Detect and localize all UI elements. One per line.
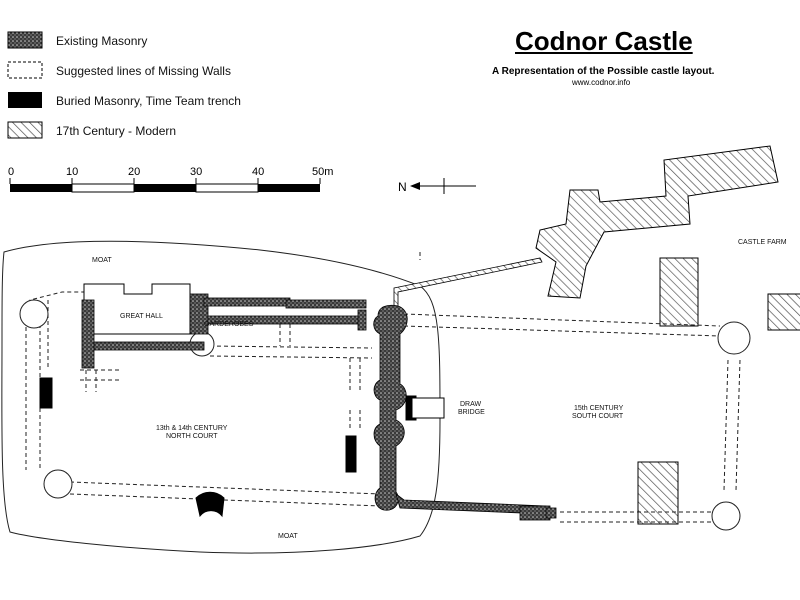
label-draw-1: DRAW (460, 401, 482, 408)
scale-bar (9, 178, 321, 193)
label-great-hall: GREAT HALL (120, 313, 163, 320)
legend-suggested-swatch (7, 61, 43, 79)
map-website: www.codnor.info (572, 78, 631, 87)
scale-tick-0: 0 (8, 166, 14, 178)
modern-buildings (393, 145, 800, 525)
great-hall (83, 283, 191, 335)
label-moat-top: MOAT (92, 257, 112, 264)
north-label: N (398, 180, 407, 194)
scale-tick-10: 10 (66, 166, 78, 178)
label-north-court-1: 13th & 14th CENTURY (156, 425, 228, 432)
legend-modern-label: 17th Century - Modern (56, 124, 177, 138)
scale-tick-20: 20 (128, 166, 140, 178)
map-subtitle: A Representation of the Possible castle … (492, 66, 715, 77)
legend-existing-swatch (7, 31, 43, 49)
legend-buried-label: Buried Masonry, Time Team trench (56, 94, 241, 108)
scale-tick-30: 30 (190, 166, 202, 178)
north-arrow (410, 178, 476, 194)
scale-tick-50: 50m (312, 166, 333, 178)
suggested-walls (25, 252, 741, 523)
legend-suggested-label: Suggested lines of Missing Walls (56, 64, 231, 78)
moat-outline (1, 240, 441, 554)
map-title: Codnor Castle (515, 26, 693, 56)
label-north-court-2: NORTH COURT (166, 433, 218, 440)
modern-building-east (659, 257, 699, 327)
label-garderobes: GARDEROBES (204, 321, 254, 328)
label-moat-bottom: MOAT (278, 533, 298, 540)
label-south-court-1: 15th CENTURY (574, 405, 624, 412)
modern-building-far-east (767, 293, 800, 331)
existing-masonry (81, 293, 557, 521)
corner-towers (19, 299, 751, 531)
legend-existing-label: Existing Masonry (56, 34, 148, 48)
legend-buried-swatch (8, 92, 42, 108)
legend-modern-swatch (7, 121, 43, 139)
modern-building-south (637, 461, 679, 525)
scale-tick-40: 40 (252, 166, 264, 178)
tower-sw (43, 469, 73, 499)
modern-building-farm-range (535, 145, 779, 299)
label-south-court-2: SOUTH COURT (572, 413, 624, 420)
legend (7, 31, 43, 139)
buried-masonry (39, 377, 417, 518)
tower-nw (19, 299, 49, 329)
tower-south-ne (717, 321, 751, 355)
modern-wall-line (393, 257, 543, 321)
draw-bridge (411, 397, 445, 419)
label-castle-farm: CASTLE FARM (738, 239, 787, 246)
label-draw-2: BRIDGE (458, 409, 485, 416)
tower-south-se (711, 501, 741, 531)
